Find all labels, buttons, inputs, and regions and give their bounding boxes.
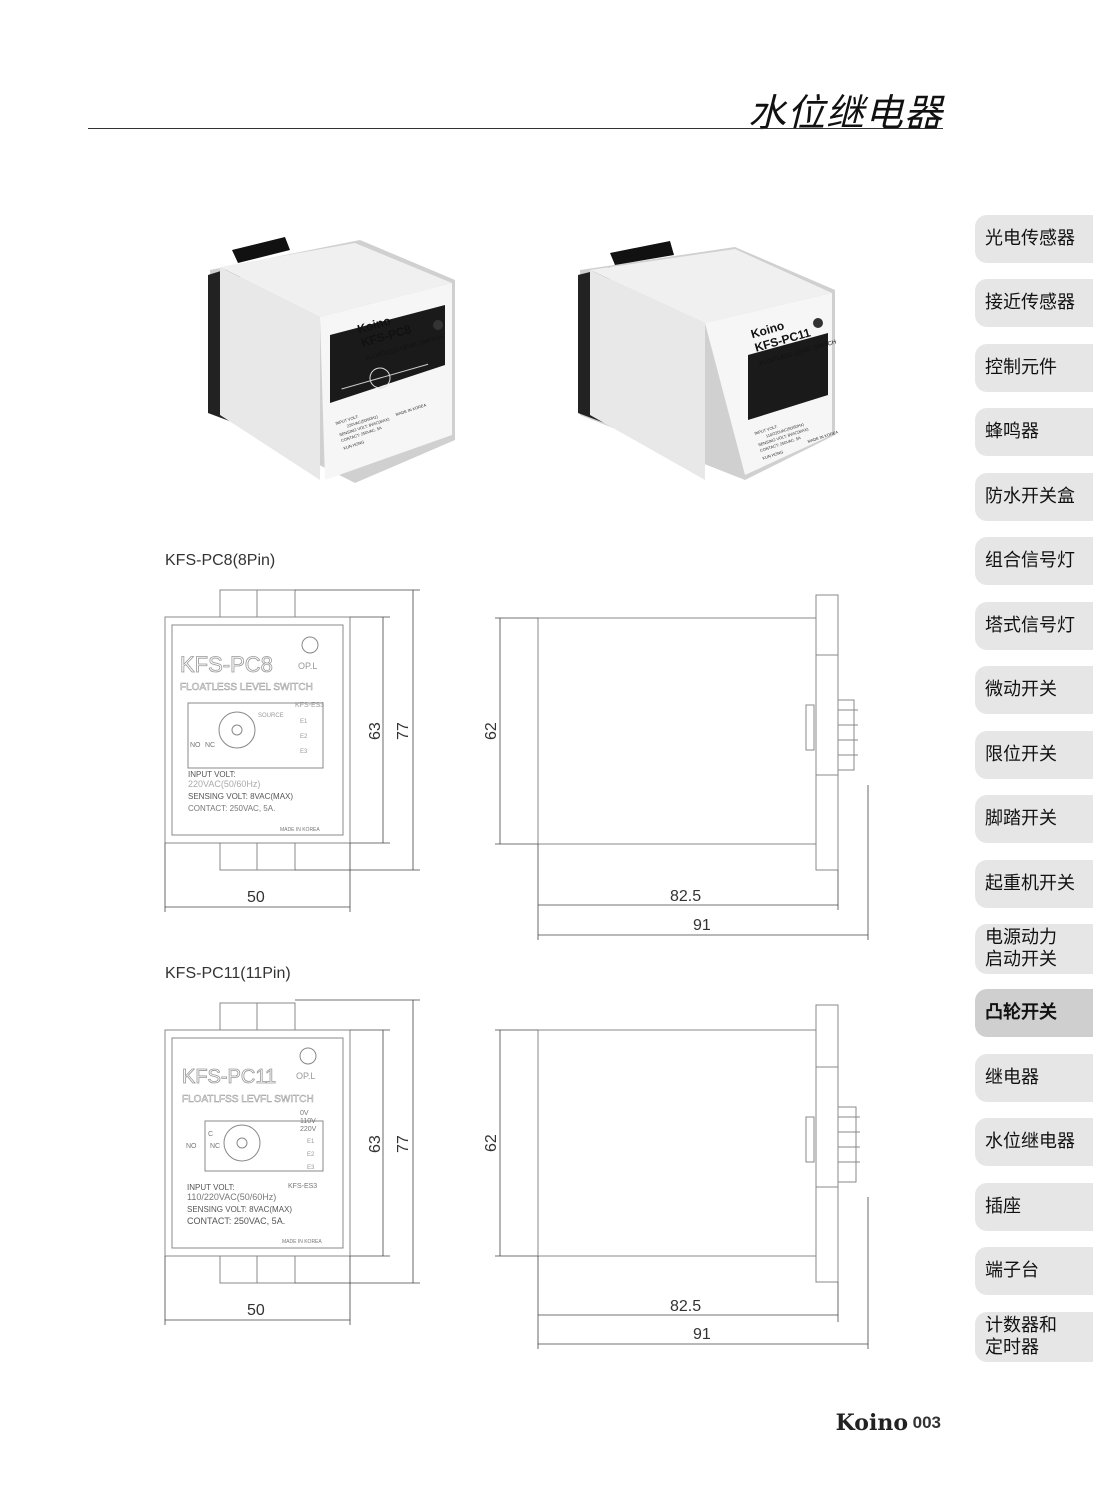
photo1-spec-4: KUN HONG (343, 439, 365, 450)
front-series-pc11: KFS-ES3 (288, 1183, 317, 1190)
front-spec-0-pc8: INPUT VOLT: (188, 770, 236, 779)
tab-photoelectric-sensor[interactable]: 光电传感器 (975, 215, 1093, 263)
front-opl-pc11: OP.L (296, 1071, 315, 1081)
tab-foot-switch[interactable]: 脚踏开关 (975, 795, 1093, 843)
front-spec-2-pc11: SENSING VOLT: 8VAC(MAX) (187, 1205, 292, 1214)
front-opl-pc8: OP.L (298, 661, 317, 671)
dim-side-total-pc8: 91 (693, 917, 711, 934)
front-e3-pc8: E3 (300, 749, 308, 755)
front-spec-0-pc11: INPUT VOLT: (187, 1183, 235, 1192)
tab-limit-switch[interactable]: 限位开关 (975, 731, 1093, 779)
front-series-pc8: KFS-ES3 (295, 702, 324, 709)
front-source-pc8: SOURCE (258, 713, 284, 719)
dim-side-body-pc11: 82.5 (670, 1298, 701, 1315)
tab-terminal-block[interactable]: 端子台 (975, 1247, 1093, 1295)
footer-logo: Koino (835, 1410, 908, 1436)
front-madein-pc8: MADE IN KOREA (280, 827, 320, 833)
tab-cam-switch[interactable]: 凸轮开关 (975, 989, 1093, 1037)
front-model-pc11: KFS-PC11 (182, 1066, 276, 1088)
front-pin-c-pc11: C (208, 1131, 213, 1138)
front-e2-pc11: E2 (307, 1152, 315, 1158)
page-number: 003 (912, 1413, 941, 1432)
tab-socket[interactable]: 插座 (975, 1183, 1093, 1231)
tab-counter-timer[interactable]: 计数器和 定时器 (975, 1312, 1093, 1362)
dim-inner-h-pc8: 63 (367, 722, 384, 740)
front-spec-1-pc11: 110/220VAC(50/60Hz) (187, 1192, 276, 1202)
dim-side-body-pc8: 82.5 (670, 888, 701, 905)
front-e1-pc11: E1 (307, 1139, 315, 1145)
page-title: 水位继电器 (747, 91, 943, 135)
front-e1-pc8: E1 (300, 719, 308, 725)
front-v1-pc11: 110V (300, 1118, 316, 1125)
front-model-pc8: KFS-PC8 (180, 652, 273, 677)
front-pin-nc-pc8: NC (205, 742, 215, 749)
front-v0-pc11: 0V (300, 1110, 309, 1117)
dim-width-pc8: 50 (247, 889, 265, 906)
dim-width-pc11: 50 (247, 1302, 265, 1319)
front-subtitle-pc11: FLOATLFSS LEVFL SWITCH (182, 1094, 314, 1105)
front-pin-nc-pc11: NC (210, 1143, 220, 1150)
tab-micro-switch[interactable]: 微动开关 (975, 666, 1093, 714)
tab-crane-switch[interactable]: 起重机开关 (975, 860, 1093, 908)
product-photo-kfs-pc11: Koino KFS-PC11 FLOATLESS LEVEL SWITCH IN… (578, 241, 839, 480)
tab-control-components[interactable]: 控制元件 (975, 344, 1093, 392)
dim-side-h-pc8: 62 (483, 722, 500, 740)
side-drawing-kfs-pc11: 62 82.5 91 (483, 1004, 869, 1349)
front-pin-no-pc11: NO (186, 1143, 197, 1150)
section-label-kfs-pc11: KFS-PC11(11Pin) (165, 965, 291, 982)
photo2-spec-4: KUN HONG (762, 449, 784, 460)
tab-tower-light[interactable]: 塔式信号灯 (975, 602, 1093, 650)
dim-inner-h-pc11: 63 (367, 1135, 384, 1153)
tab-buzzer[interactable]: 蜂鸣器 (975, 408, 1093, 456)
front-e3-pc11: E3 (307, 1165, 315, 1171)
front-madein-pc11: MADE IN KOREA (282, 1239, 322, 1245)
tab-proximity-sensor[interactable]: 接近传感器 (975, 279, 1093, 327)
dim-side-total-pc11: 91 (693, 1326, 711, 1343)
tab-signal-light[interactable]: 组合信号灯 (975, 537, 1093, 585)
front-spec-3-pc11: CONTACT: 250VAC, 5A. (187, 1216, 285, 1226)
section-label-kfs-pc8: KFS-PC8(8Pin) (165, 552, 276, 569)
front-e2-pc8: E2 (300, 734, 308, 740)
dim-side-h-pc11: 62 (483, 1134, 500, 1152)
front-v2-pc11: 220V (300, 1126, 317, 1133)
title-rule (88, 128, 943, 129)
tab-relay[interactable]: 继电器 (975, 1054, 1093, 1102)
front-subtitle-pc8: FLOATLESS LEVEL SWITCH (180, 682, 313, 693)
front-spec-3-pc8: CONTACT: 250VAC, 5A. (188, 804, 275, 813)
front-drawing-kfs-pc11: KFS-PC11 OP.L FLOATLFSS LEVFL SWITCH 0V … (164, 999, 420, 1325)
side-drawing-kfs-pc8: 62 82.5 91 (483, 594, 869, 940)
product-photo-kfs-pc8: Koino KFS-PC8 FLOATLESS LEVEL SWITCH INP… (208, 237, 455, 483)
front-pin-no-pc8: NO (190, 742, 201, 749)
dim-outer-h-pc11: 77 (395, 1135, 412, 1153)
tab-power-start-switch[interactable]: 电源动力 启动开关 (975, 924, 1093, 974)
dim-outer-h-pc8: 77 (395, 722, 412, 740)
tab-water-level-relay[interactable]: 水位继电器 (975, 1118, 1093, 1166)
front-drawing-kfs-pc8: KFS-PC8 OP.L FLOATLESS LEVEL SWITCH KFS-… (164, 589, 420, 912)
tab-waterproof-box[interactable]: 防水开关盒 (975, 473, 1093, 521)
front-spec-1-pc8: 220VAC(50/60Hz) (188, 779, 260, 789)
front-spec-2-pc8: SENSING VOLT: 8VAC(MAX) (188, 792, 293, 801)
